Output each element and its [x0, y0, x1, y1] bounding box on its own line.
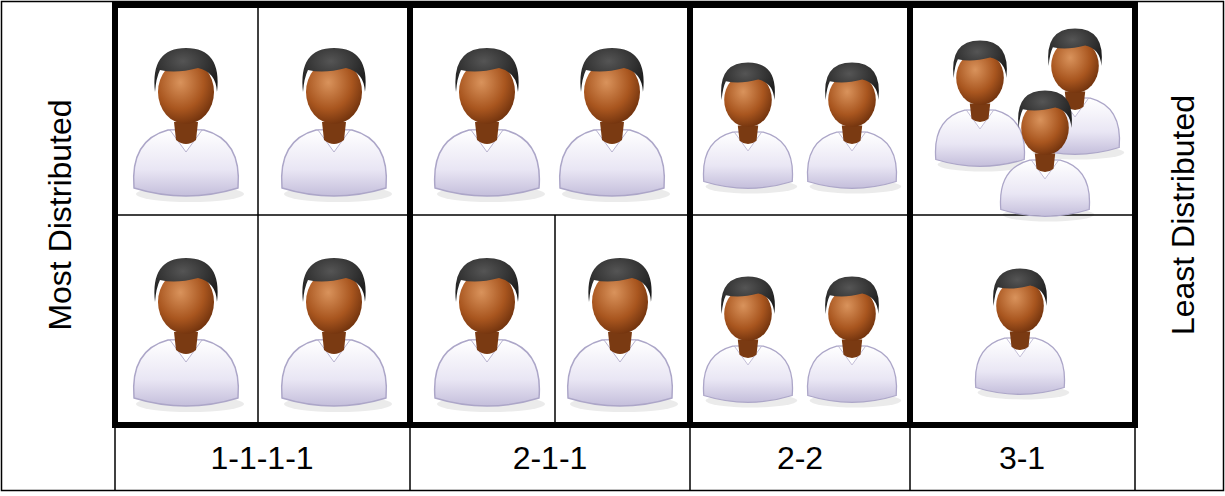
- group-label: 2-2: [775, 438, 826, 478]
- axis-label: Most Distributed: [40, 97, 80, 333]
- group-label: 2-1-1: [511, 438, 590, 478]
- group-label: 1-1-1-1: [208, 438, 316, 478]
- group-label: 3-1: [997, 438, 1048, 478]
- axis-label: Least Distributed: [1162, 93, 1202, 338]
